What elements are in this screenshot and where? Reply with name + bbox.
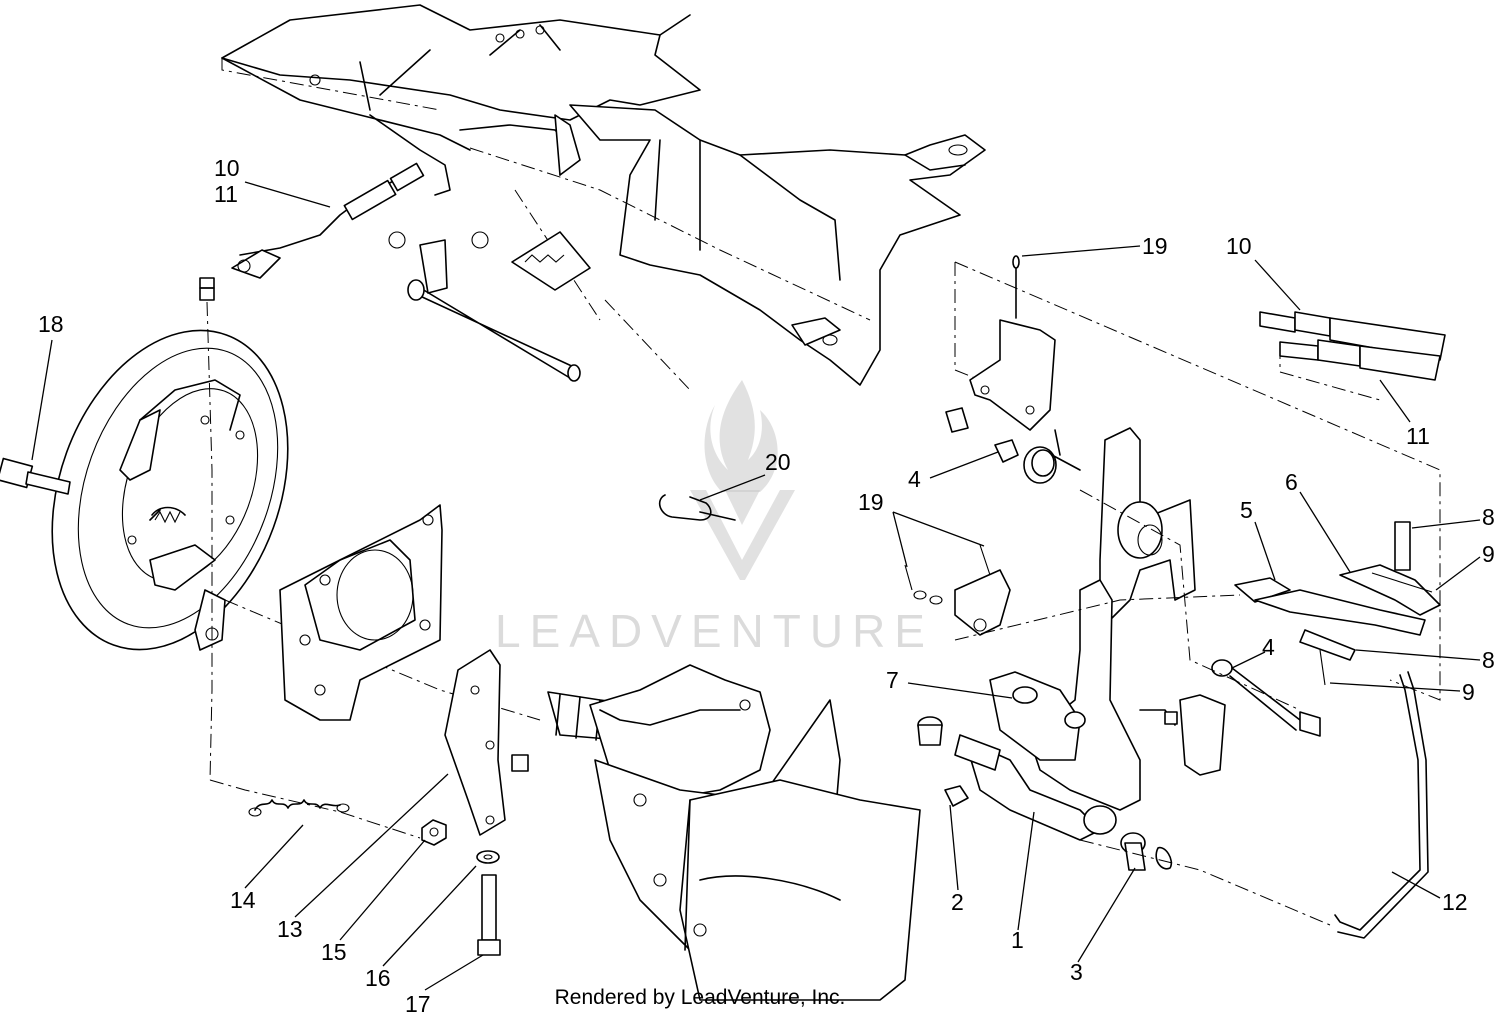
extension-spring-14 <box>248 799 350 817</box>
callout-10-left: 10 <box>214 155 240 181</box>
callout-6: 6 <box>1285 469 1298 495</box>
right-enclosure-left <box>954 262 981 381</box>
pin-8 <box>1299 521 1411 661</box>
callout-15: 15 <box>321 939 347 965</box>
torsion-spring <box>1023 429 1081 484</box>
upper-frame <box>221 4 986 386</box>
bushing-4-lower <box>1211 659 1321 737</box>
brake-backing-plate <box>51 329 289 651</box>
bushing-3 <box>1120 832 1173 871</box>
washer-16 <box>476 850 500 864</box>
callout-11-right: 11 <box>1406 423 1430 449</box>
brake-cable-left <box>231 162 425 279</box>
pedal-pivot-bracket <box>969 255 1056 431</box>
callout-4-lower: 4 <box>1262 634 1275 660</box>
brake-centerline-lower <box>209 779 421 839</box>
callout-19-top: 19 <box>1142 233 1168 259</box>
callout-2: 2 <box>951 889 964 915</box>
cotter-pin-9 <box>1319 572 1433 686</box>
nut-15 <box>421 819 447 846</box>
callout-14: 14 <box>230 887 256 913</box>
cable-ends-right <box>1259 311 1446 381</box>
callout-10-right: 10 <box>1226 233 1252 259</box>
callout-20: 20 <box>765 449 791 475</box>
callout-8-upper: 8 <box>1482 504 1495 530</box>
callout-11-left: 11 <box>214 181 238 207</box>
callout-1: 1 <box>1011 927 1024 953</box>
right-centerline-c <box>954 594 1241 641</box>
link-5 <box>1234 577 1426 636</box>
link-6 <box>1339 564 1441 616</box>
callout-18: 18 <box>38 311 64 337</box>
callout-17: 17 <box>405 991 431 1017</box>
callout-5: 5 <box>1240 497 1253 523</box>
bolt-17 <box>477 874 501 956</box>
brake-centerline-vertical <box>206 301 213 781</box>
hairpin-clip-20 <box>658 494 736 521</box>
right-enclosure-outline <box>954 261 1441 701</box>
render-credit: Rendered by LeadVenture, Inc. <box>554 986 846 1009</box>
callout-9-lower: 9 <box>1462 679 1475 705</box>
leadventure-watermark-logo <box>690 380 795 580</box>
frame-centerline-b <box>469 147 871 321</box>
callout-13: 13 <box>277 916 303 942</box>
bushing-4-upper <box>945 407 1019 463</box>
frame-centerline-c <box>514 189 691 391</box>
brake-rod-12 <box>1334 671 1429 939</box>
callout-labels: 10 11 18 19 10 11 20 4 19 5 6 8 9 4 8 9 … <box>38 155 1495 1017</box>
switch-bracket <box>1139 694 1226 776</box>
callout-19-lower: 19 <box>858 489 884 515</box>
cotter-pins-19 <box>904 544 1011 636</box>
callout-7: 7 <box>886 667 899 693</box>
mounting-bracket <box>279 504 443 721</box>
transaxle-housing <box>547 664 921 1001</box>
frame-centerline-a <box>221 58 441 111</box>
right-centerline-b <box>1079 839 1331 926</box>
shoulder-bolt <box>199 277 215 301</box>
brake-pedal-lever-1 <box>917 427 1196 841</box>
right-centerline-a <box>1079 489 1301 711</box>
pivot-rod <box>388 231 591 382</box>
grease-fitting-2 <box>944 785 969 807</box>
callout-3: 3 <box>1070 959 1083 985</box>
callout-4-upper: 4 <box>908 466 921 492</box>
callout-9-upper: 9 <box>1482 541 1495 567</box>
bolt-18 <box>0 457 71 495</box>
callout-8-lower: 8 <box>1482 647 1495 673</box>
brake-arm-bracket-13 <box>444 649 529 836</box>
watermark-text: LEADVENTURE <box>495 605 934 657</box>
callout-16: 16 <box>365 965 391 991</box>
leader-lines <box>31 181 1481 991</box>
callout-12: 12 <box>1442 889 1468 915</box>
